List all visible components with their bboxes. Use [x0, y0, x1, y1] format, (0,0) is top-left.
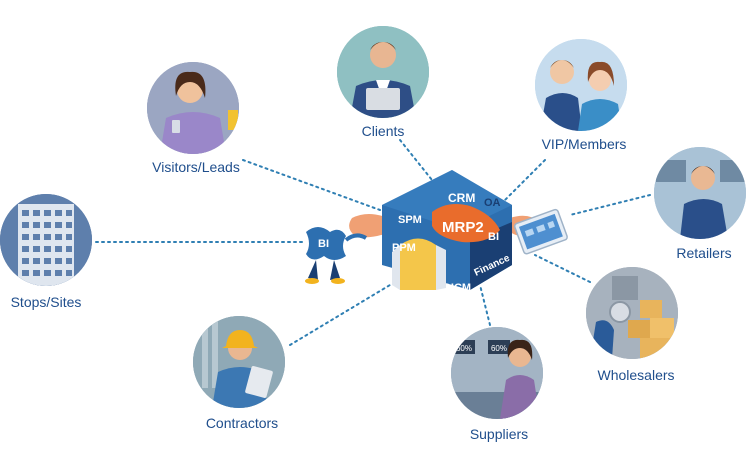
label-wholesalers[interactable]: Wholesalers — [597, 367, 675, 383]
visitors-node[interactable] — [147, 62, 239, 154]
label-vip[interactable]: VIP/Members — [541, 136, 627, 152]
bi-mascot: BI — [305, 227, 368, 284]
module-bi: BI — [488, 231, 499, 243]
mrp2-piece — [432, 204, 500, 243]
module-mrp2: MRP2 — [442, 219, 484, 236]
supplier-badge-1: 60% — [456, 344, 472, 353]
shop-clerk-icon — [654, 147, 746, 239]
module-crm: CRM — [448, 191, 475, 205]
door-icon — [400, 238, 436, 290]
module-ppm: PPM — [392, 242, 416, 254]
retailers-node[interactable] — [654, 147, 746, 239]
stops-node[interactable] — [0, 194, 92, 290]
label-stops[interactable]: Stops/Sites — [10, 294, 82, 310]
connector-vip — [504, 159, 546, 201]
vip-node[interactable] — [535, 39, 627, 131]
connector-visitors — [242, 159, 381, 211]
label-clients[interactable]: Clients — [361, 123, 405, 139]
tablet-icon — [513, 208, 568, 255]
client-person-icon — [337, 26, 429, 118]
erp-hub[interactable]: CRM SPM OA MRP2 PPM BI Finance HCM — [349, 170, 568, 294]
suppliers-node[interactable]: 60% 60% — [451, 327, 543, 422]
building-icon — [0, 194, 92, 286]
woman-phone-icon — [147, 62, 239, 154]
contractors-node[interactable] — [193, 316, 285, 408]
factory-worker-icon: 60% 60% — [451, 327, 543, 419]
connector-lines — [95, 139, 651, 346]
clients-node[interactable] — [337, 26, 429, 118]
label-visitors[interactable]: Visitors/Leads — [152, 159, 240, 175]
module-hcm: HCM — [446, 282, 471, 294]
couple-icon — [535, 39, 627, 131]
warehouse-boxes-icon — [586, 267, 678, 359]
hand-left — [349, 214, 390, 238]
bi-mascot-label: BI — [318, 238, 329, 250]
hardhat-worker-icon — [193, 316, 285, 408]
label-retailers[interactable]: Retailers — [676, 245, 732, 261]
module-oa: OA — [484, 197, 501, 209]
connector-retailers — [569, 194, 651, 216]
supplier-badge-2: 60% — [491, 344, 507, 353]
connector-suppliers — [479, 284, 491, 326]
connector-contractors — [289, 284, 391, 346]
module-spm: SPM — [398, 214, 422, 226]
label-suppliers[interactable]: Suppliers — [469, 426, 529, 442]
label-contractors[interactable]: Contractors — [205, 415, 279, 431]
connector-clients — [399, 139, 433, 181]
connector-wholesalers — [534, 254, 591, 283]
wholesalers-node[interactable] — [586, 267, 678, 359]
